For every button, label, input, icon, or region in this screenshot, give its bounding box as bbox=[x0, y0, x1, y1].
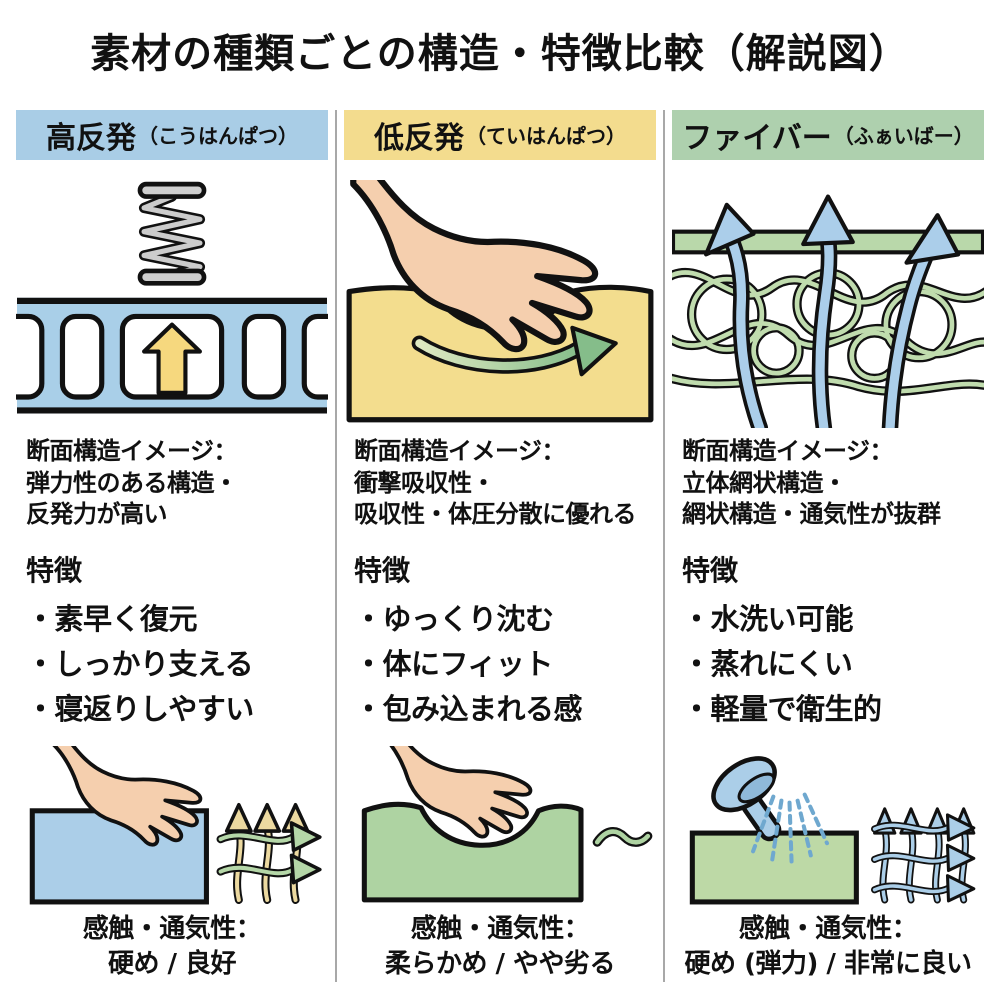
features-section: 特徴 素早く復元 しっかり支える 寝返りしやすい bbox=[16, 549, 328, 732]
structure-line: 立体網状構造・ bbox=[682, 468, 847, 497]
touch-caption: 感触・通気性： 柔らかめ / やや劣る bbox=[344, 912, 656, 982]
feature-item: 包み込まれる感 bbox=[354, 687, 646, 732]
page-title: 素材の種類ごとの構造・特徴比較（解説図） bbox=[90, 31, 910, 77]
features-list: 水洗い可能 蒸れにくい 軽量で衛生的 bbox=[682, 597, 974, 732]
structure-line: 吸収性・体圧分散に優れる bbox=[354, 500, 637, 529]
touch-line: 感触・通気性： bbox=[410, 913, 590, 944]
header-furigana: （ていはんぱつ） bbox=[466, 124, 626, 149]
column-header-high-resilience: 高反発（こうはんぱつ） bbox=[16, 110, 328, 160]
header-furigana: （こうはんぱつ） bbox=[138, 124, 298, 149]
feature-item: ゆっくり沈む bbox=[354, 597, 646, 642]
comparison-columns: 高反発（こうはんぱつ） bbox=[16, 110, 984, 982]
column-fiber: ファイバー（ふぁいばー） bbox=[672, 110, 984, 982]
feature-item: 蒸れにくい bbox=[682, 642, 974, 687]
column-divider bbox=[663, 110, 665, 982]
column-high-resilience: 高反発（こうはんぱつ） bbox=[16, 110, 328, 982]
features-heading: 特徴 bbox=[26, 554, 83, 587]
column-low-resilience: 低反発（ていはんぱつ） bbox=[344, 110, 656, 982]
features-heading: 特徴 bbox=[682, 554, 739, 587]
hand-in-soft-block-and-squiggle-icon bbox=[344, 745, 656, 908]
feature-item: 体にフィット bbox=[354, 642, 646, 687]
features-section: 特徴 水洗い可能 蒸れにくい 軽量で衛生的 bbox=[672, 549, 984, 732]
header-furigana: （ふぁいばー） bbox=[833, 124, 974, 149]
feature-item: 水洗い可能 bbox=[682, 597, 974, 642]
features-heading: 特徴 bbox=[354, 554, 411, 587]
structure-line: 弾力性のある構造・ bbox=[26, 468, 238, 497]
feature-item: しっかり支える bbox=[26, 642, 318, 687]
hand-on-firm-block-and-airflow-weave-icon bbox=[16, 745, 328, 908]
touch-line: 感触・通気性： bbox=[738, 913, 918, 944]
structure-line: 反発力が高い bbox=[26, 500, 168, 529]
header-label: 低反発 bbox=[374, 120, 464, 156]
column-divider bbox=[335, 110, 337, 982]
structure-caption: 断面構造イメージ： 衝撃吸収性・ 吸収性・体圧分散に優れる bbox=[344, 436, 656, 531]
spring-and-mattress-cross-section-icon bbox=[16, 180, 328, 428]
touch-line: 硬め / 良好 bbox=[107, 948, 237, 979]
header-label: ファイバー bbox=[682, 120, 832, 156]
features-list: ゆっくり沈む 体にフィット 包み込まれる感 bbox=[354, 597, 646, 732]
touch-caption: 感触・通気性： 硬め / 良好 bbox=[16, 912, 328, 982]
header-label: 高反発 bbox=[46, 120, 136, 156]
structure-line: 断面構造イメージ： bbox=[26, 436, 238, 465]
touch-line: 感触・通気性： bbox=[82, 913, 262, 944]
structure-caption: 断面構造イメージ： 弾力性のある構造・ 反発力が高い bbox=[16, 436, 328, 531]
structure-line: 断面構造イメージ： bbox=[354, 436, 566, 465]
structure-line: 衝撃吸収性・ bbox=[354, 468, 496, 497]
touch-caption: 感触・通気性： 硬め (弾力) / 非常に良い bbox=[672, 912, 984, 982]
structure-line: 断面構造イメージ： bbox=[682, 436, 894, 465]
feature-item: 軽量で衛生的 bbox=[682, 687, 974, 732]
column-header-fiber: ファイバー（ふぁいばー） bbox=[672, 110, 984, 160]
column-header-low-resilience: 低反発（ていはんぱつ） bbox=[344, 110, 656, 160]
touch-line: 柔らかめ / やや劣る bbox=[384, 948, 616, 979]
features-list: 素早く復元 しっかり支える 寝返りしやすい bbox=[26, 597, 318, 732]
shower-washable-block-and-airflow-weave-icon bbox=[672, 746, 984, 908]
structure-caption: 断面構造イメージ： 立体網状構造・ 網状構造・通気性が抜群 bbox=[672, 436, 984, 531]
hand-pressing-foam-icon bbox=[344, 179, 656, 428]
fiber-mesh-with-airflow-arrows-icon bbox=[672, 180, 984, 428]
structure-line: 網状構造・通気性が抜群 bbox=[682, 500, 941, 529]
touch-line: 硬め (弾力) / 非常に良い bbox=[684, 948, 972, 979]
feature-item: 素早く復元 bbox=[26, 597, 318, 642]
feature-item: 寝返りしやすい bbox=[26, 687, 318, 732]
features-section: 特徴 ゆっくり沈む 体にフィット 包み込まれる感 bbox=[344, 549, 656, 732]
